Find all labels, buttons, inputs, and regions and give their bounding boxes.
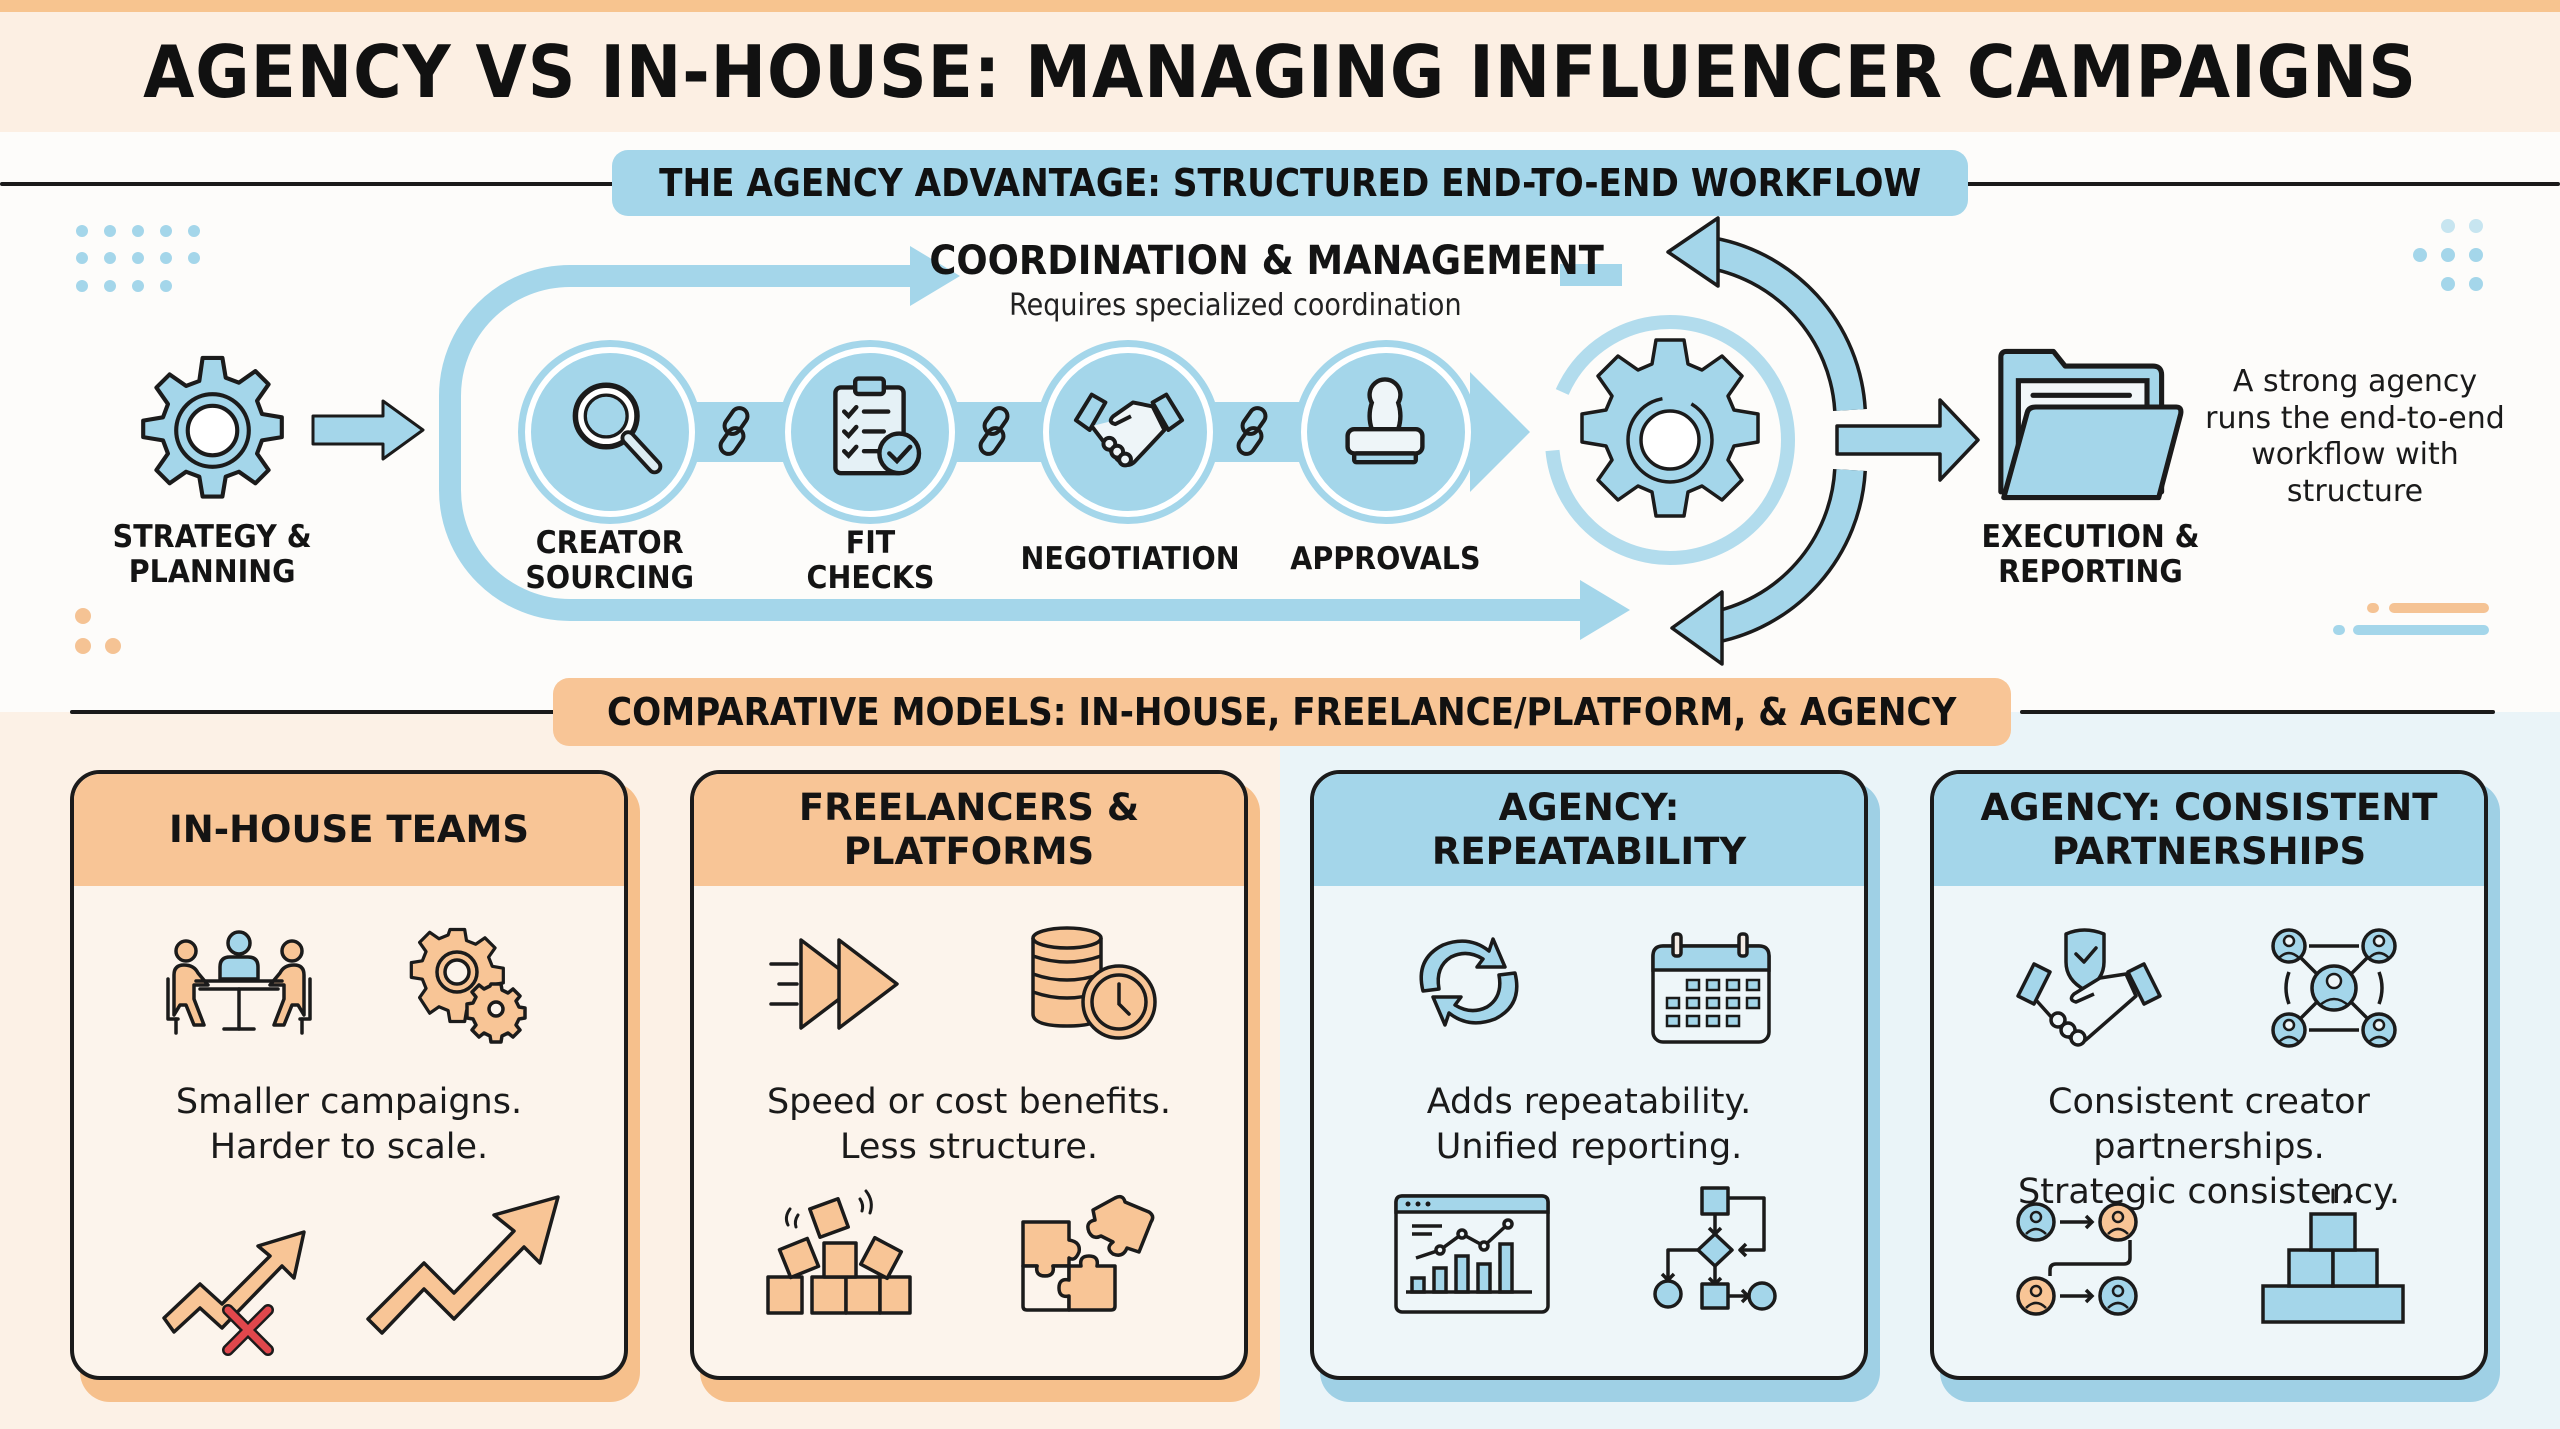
- card-description: Speed or cost benefits. Less structure.: [766, 1082, 1172, 1167]
- step-label-negotiation: NEGOTIATION: [1000, 542, 1260, 577]
- decorative-lines: [2333, 603, 2489, 635]
- card-freelancers: FREELANCERS & PLATFORMS Speed or cost be…: [690, 770, 1248, 1380]
- card-description: Smaller campaigns. Harder to scale.: [175, 1082, 523, 1167]
- network-people-icon: [2271, 928, 2397, 1048]
- step-label-strategy: STRATEGY & PLANNING: [92, 519, 332, 590]
- step-label-execution: EXECUTION & REPORTING: [1955, 519, 2225, 590]
- creator-handoff-icon: [2016, 1202, 2138, 1316]
- growth-arrow-icon: [366, 1195, 560, 1335]
- divider-line: [70, 710, 570, 714]
- chain-link-icon: [978, 406, 1010, 456]
- step-label-text: EXECUTION & REPORTING: [1980, 519, 2200, 590]
- chain-link-icon: [1236, 406, 1268, 456]
- title-band: [0, 12, 2560, 132]
- folder-icon: [1998, 348, 2184, 501]
- cycle-gear-icon: [1545, 216, 1980, 666]
- gears-icon: [409, 927, 527, 1044]
- section-label-text: THE AGENCY ADVANTAGE: STRUCTURED END-TO-…: [658, 161, 1922, 205]
- divider-line: [0, 182, 620, 186]
- blocked-growth-icon: [160, 1206, 320, 1356]
- step-label-text: FIT CHECKS: [806, 525, 934, 596]
- card-title: AGENCY: REPEATABILITY: [1314, 774, 1864, 886]
- agency-note: A strong agency runs the end-to-end work…: [2205, 364, 2505, 509]
- decorative-dots-orange: [75, 608, 121, 654]
- refresh-cycle-icon: [1419, 937, 1519, 1027]
- flowchart-icon: [1653, 1186, 1777, 1311]
- section-label-workflow: THE AGENCY ADVANTAGE: STRUCTURED END-TO-…: [612, 150, 1968, 216]
- team-meeting-icon: [166, 930, 312, 1035]
- workflow-pipeline: [518, 340, 1530, 524]
- arrow-right-icon: [311, 399, 425, 461]
- calendar-icon: [1651, 932, 1771, 1044]
- step-label-text: CREATOR SOURCING: [525, 525, 695, 596]
- coordination-subtitle-text: Requires specialized coordination: [1008, 288, 1462, 323]
- puzzle-icon: [1021, 1194, 1155, 1312]
- stamp-icon: [1345, 377, 1425, 465]
- coordination-subtitle: Requires specialized coordination: [940, 288, 1530, 323]
- dashboard-chart-icon: [1394, 1194, 1550, 1314]
- page-title: AGENCY VS IN-HOUSE: MANAGING INFLUENCER …: [143, 30, 2417, 114]
- card-agency-repeatability: AGENCY: REPEATABILITY Adds repeatability…: [1310, 770, 1868, 1380]
- step-label-creator-sourcing: CREATOR SOURCING: [500, 525, 720, 596]
- clipboard-check-icon: [833, 376, 922, 476]
- shield-handshake-icon: [2016, 928, 2162, 1047]
- divider-line: [2020, 710, 2495, 714]
- unstable-blocks-icon: [766, 1189, 912, 1315]
- coordination-title-text: COORDINATION & MANAGEMENT: [929, 238, 1604, 284]
- stacked-blocks-icon: [2261, 1188, 2405, 1324]
- workflow-loop: [439, 246, 1630, 640]
- step-label-text: NEGOTIATION: [1020, 541, 1240, 577]
- divider-line: [1960, 182, 2560, 186]
- coins-clock-icon: [1031, 926, 1157, 1040]
- magnifier-icon: [572, 382, 663, 475]
- step-label-fit-checks: FIT CHECKS: [760, 525, 980, 596]
- card-description: Consistent creator partnerships. Strateg…: [2018, 1082, 2400, 1212]
- card-in-house: IN-HOUSE TEAMS Smaller campaigns. Harder…: [70, 770, 628, 1380]
- step-label-approvals: APPROVALS: [1260, 542, 1510, 577]
- card-agency-partnerships: AGENCY: CONSISTENT PARTNERSHIPS Consiste…: [1930, 770, 2488, 1380]
- top-accent-strip: [0, 0, 2560, 12]
- handshake-icon: [1073, 392, 1185, 468]
- section-label-text: COMPARATIVE MODELS: IN-HOUSE, FREELANCE/…: [607, 690, 1957, 734]
- decorative-dots: [2413, 219, 2483, 291]
- fast-forward-icon: [769, 938, 899, 1030]
- card-title: FREELANCERS & PLATFORMS: [694, 774, 1244, 886]
- step-label-text: APPROVALS: [1289, 541, 1481, 577]
- gear-icon: [141, 355, 284, 499]
- decorative-dots: [76, 225, 200, 292]
- card-title: IN-HOUSE TEAMS: [74, 774, 624, 886]
- coordination-title: COORDINATION & MANAGEMENT: [900, 238, 1604, 284]
- chain-link-icon: [718, 406, 750, 456]
- card-description: Adds repeatability. Unified reporting.: [1426, 1082, 1752, 1167]
- card-title: AGENCY: CONSISTENT PARTNERSHIPS: [1934, 774, 2484, 886]
- step-label-text: STRATEGY & PLANNING: [112, 519, 312, 590]
- section-label-comparison: COMPARATIVE MODELS: IN-HOUSE, FREELANCE/…: [553, 678, 2011, 746]
